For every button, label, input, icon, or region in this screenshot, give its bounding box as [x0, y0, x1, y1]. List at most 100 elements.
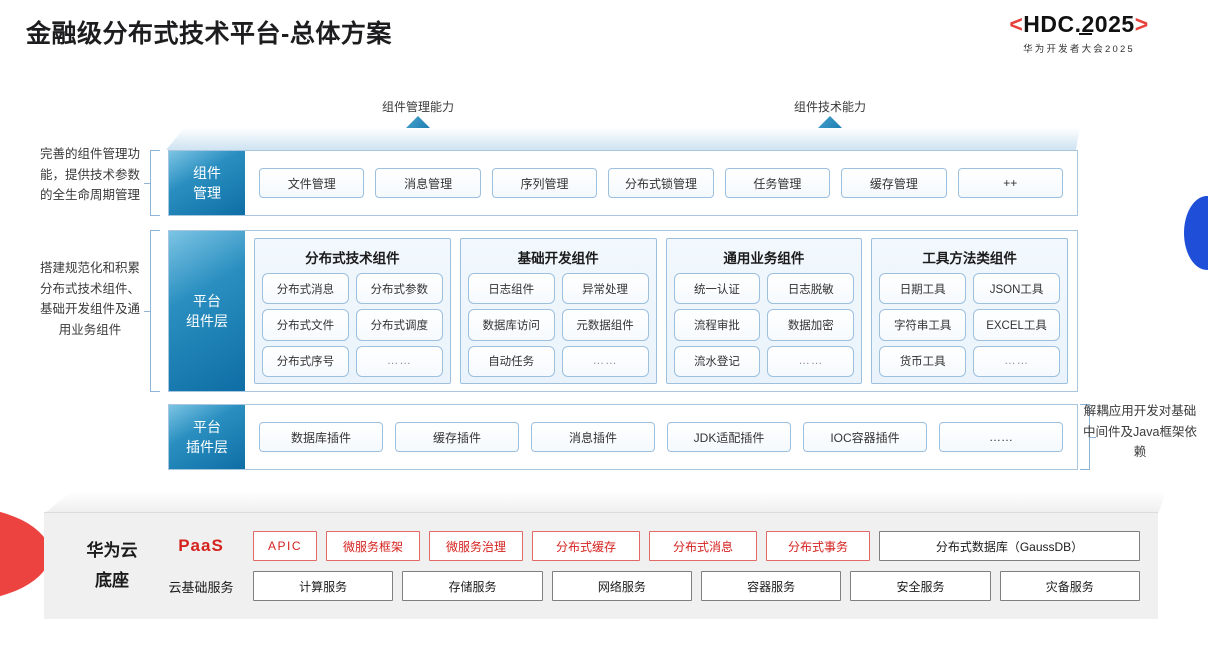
chip-file-management[interactable]: 文件管理 — [259, 168, 365, 198]
pill-compute-service[interactable]: 计算服务 — [253, 571, 394, 601]
layer-label-line1: 平台 — [193, 418, 221, 435]
arrow-label-component-technology: 组件技术能力 — [793, 100, 867, 114]
chip-sequence-management[interactable]: 序列管理 — [491, 168, 598, 198]
cell-data-encryption[interactable]: 数据加密 — [767, 309, 855, 341]
layer-platform-plugins: 平台 插件层 数据库插件 缓存插件 消息插件 JDK适配插件 IOC容器插件 …… — [168, 404, 1078, 470]
chip-database-plugin[interactable]: 数据库插件 — [259, 422, 383, 452]
chip-message-management[interactable]: 消息管理 — [375, 168, 481, 198]
side-note-component-management: 完善的组件管理功能，提供技术参数的全生命周期管理 — [39, 147, 140, 203]
pill-apic[interactable]: APIC — [253, 531, 317, 561]
group-title: 分布式技术组件 — [305, 251, 400, 266]
huawei-cloud-base: 华为云 底座 PaaS APIC 微服务框架 微服务治理 分布式缓存 分布式消息… — [44, 512, 1158, 619]
group-title: 通用业务组件 — [723, 251, 805, 266]
chip-cache-plugin[interactable]: 缓存插件 — [395, 422, 519, 452]
cell-more[interactable]: …… — [767, 345, 855, 377]
bracket-left-platform-components — [144, 230, 160, 392]
cell-json-tool[interactable]: JSON工具 — [973, 273, 1060, 305]
chip-ioc-container-plugin[interactable]: IOC容器插件 — [803, 422, 927, 452]
cell-distributed-parameter[interactable]: 分布式参数 — [355, 273, 443, 305]
cell-process-approval[interactable]: 流程审批 — [673, 309, 761, 341]
base-title-line2: 底座 — [95, 571, 129, 590]
pill-distributed-message[interactable]: 分布式消息 — [649, 531, 757, 561]
group-basic-development-components: 基础开发组件 日志组件 异常处理 数据库访问 元数据组件 自动任务 …… — [459, 238, 657, 384]
cell-transaction-registration[interactable]: 流水登记 — [673, 345, 761, 377]
chip-distributed-lock-management[interactable]: 分布式锁管理 — [608, 168, 714, 198]
cell-metadata-component[interactable]: 元数据组件 — [561, 309, 649, 341]
group-grid: 日志组件 异常处理 数据库访问 元数据组件 自动任务 …… — [467, 273, 649, 377]
side-note-platform-components: 搭建规范化和积累分布式技术组件、基础开发组件及通用业务组件 — [39, 261, 140, 337]
cell-distributed-file[interactable]: 分布式文件 — [262, 309, 349, 341]
chip-message-plugin[interactable]: 消息插件 — [531, 422, 655, 452]
layer-label-line2: 插件层 — [186, 439, 228, 455]
angle-left-icon: < — [1009, 11, 1024, 37]
cell-unified-authentication[interactable]: 统一认证 — [673, 273, 761, 305]
pill-network-service[interactable]: 网络服务 — [551, 571, 692, 601]
cell-distributed-message[interactable]: 分布式消息 — [262, 273, 349, 305]
pill-distributed-transaction[interactable]: 分布式事务 — [766, 531, 870, 561]
hdc-logo-main: <HDC.2025> — [1009, 12, 1148, 36]
cell-auto-task[interactable]: 自动任务 — [467, 345, 555, 377]
cell-exception-handling[interactable]: 异常处理 — [561, 273, 649, 305]
layer-label-platform-components: 平台 组件层 — [169, 231, 245, 391]
cell-currency-tool[interactable]: 货币工具 — [879, 345, 967, 377]
chip-more[interactable]: ++ — [957, 168, 1063, 198]
pill-microservice-governance[interactable]: 微服务治理 — [429, 531, 523, 561]
bracket-left-component-management — [144, 150, 160, 216]
layer-body-component-management: 文件管理 消息管理 序列管理 分布式锁管理 任务管理 缓存管理 ++ — [245, 151, 1077, 215]
chip-task-management[interactable]: 任务管理 — [724, 168, 831, 198]
cell-database-access[interactable]: 数据库访问 — [467, 309, 555, 341]
chip-jdk-adapter-plugin[interactable]: JDK适配插件 — [667, 422, 791, 452]
layer-platform-components: 平台 组件层 分布式技术组件 分布式消息 分布式参数 分布式文件 分布式调度 分… — [168, 230, 1078, 392]
arrow-label-component-management: 组件管理能力 — [381, 100, 455, 114]
cell-distributed-scheduling[interactable]: 分布式调度 — [355, 309, 443, 341]
base-label-cloud-basic: 云基础服务 — [168, 579, 234, 595]
pill-distributed-database-gaussdb[interactable]: 分布式数据库（GaussDB） — [879, 531, 1140, 561]
cell-distributed-sequence[interactable]: 分布式序号 — [262, 345, 349, 377]
group-grid: 分布式消息 分布式参数 分布式文件 分布式调度 分布式序号 …… — [262, 273, 443, 377]
chip-more[interactable]: …… — [939, 422, 1063, 452]
cell-log-component[interactable]: 日志组件 — [467, 273, 555, 305]
base-line-paas: PaaS APIC 微服务框架 微服务治理 分布式缓存 分布式消息 分布式事务 … — [158, 531, 1140, 561]
cell-string-tool[interactable]: 字符串工具 — [879, 309, 967, 341]
hdc-logo-text: HDC.2025 — [1023, 11, 1135, 37]
page-title: 金融级分布式技术平台-总体方案 — [26, 20, 392, 48]
pill-storage-service[interactable]: 存储服务 — [402, 571, 543, 601]
layer-label-line2: 组件层 — [186, 313, 228, 329]
layer-label-line1: 平台 — [193, 292, 221, 309]
pill-microservice-framework[interactable]: 微服务框架 — [326, 531, 420, 561]
pill-security-service[interactable]: 安全服务 — [850, 571, 991, 601]
base-line-cloud-basic: 云基础服务 计算服务 存储服务 网络服务 容器服务 安全服务 灾备服务 — [158, 571, 1140, 601]
group-grid: 统一认证 日志脱敏 流程审批 数据加密 流水登记 …… — [673, 273, 855, 377]
group-title: 工具方法类组件 — [922, 251, 1017, 266]
layer-label-component-management: 组件 管理 — [169, 151, 245, 215]
blue-lens-decoration — [1184, 196, 1208, 270]
pill-container-service[interactable]: 容器服务 — [700, 571, 842, 601]
base-title: 华为云 底座 — [66, 536, 158, 596]
cell-more[interactable]: …… — [355, 345, 443, 377]
pill-disaster-recovery-service[interactable]: 灾备服务 — [999, 571, 1140, 601]
red-wedge-decoration — [0, 506, 50, 602]
cell-excel-tool[interactable]: EXCEL工具 — [973, 309, 1060, 341]
base-inner: 华为云 底座 PaaS APIC 微服务框架 微服务治理 分布式缓存 分布式消息… — [44, 513, 1158, 619]
angle-right-icon: > — [1134, 11, 1149, 37]
group-grid: 日期工具 JSON工具 字符串工具 EXCEL工具 货币工具 …… — [879, 273, 1060, 377]
cell-more[interactable]: …… — [973, 345, 1060, 377]
hdc-underbar-icon — [1079, 33, 1093, 36]
stack-top-bevel — [166, 128, 1080, 150]
cell-date-tool[interactable]: 日期工具 — [879, 273, 967, 305]
group-title: 基础开发组件 — [517, 251, 599, 266]
cell-more[interactable]: …… — [561, 345, 649, 377]
base-label-paas: PaaS — [178, 536, 224, 555]
group-distributed-tech-components: 分布式技术组件 分布式消息 分布式参数 分布式文件 分布式调度 分布式序号 …… — [254, 238, 451, 384]
chip-cache-management[interactable]: 缓存管理 — [841, 168, 947, 198]
layer-label-platform-plugins: 平台 插件层 — [169, 405, 245, 469]
hdc-logo: <HDC.2025> 华为开发者大会2025 — [964, 12, 1194, 55]
cell-log-desensitization[interactable]: 日志脱敏 — [767, 273, 855, 305]
layer-body-platform-components: 分布式技术组件 分布式消息 分布式参数 分布式文件 分布式调度 分布式序号 ……… — [245, 231, 1077, 391]
side-note-platform-plugins: 解耦应用开发对基础中间件及Java框架依赖 — [1083, 404, 1197, 460]
hdc-logo-subtitle: 华为开发者大会2025 — [1023, 44, 1135, 55]
layer-label-line2: 管理 — [193, 185, 221, 201]
pill-distributed-cache[interactable]: 分布式缓存 — [532, 531, 640, 561]
layer-body-platform-plugins: 数据库插件 缓存插件 消息插件 JDK适配插件 IOC容器插件 …… — [245, 405, 1077, 469]
